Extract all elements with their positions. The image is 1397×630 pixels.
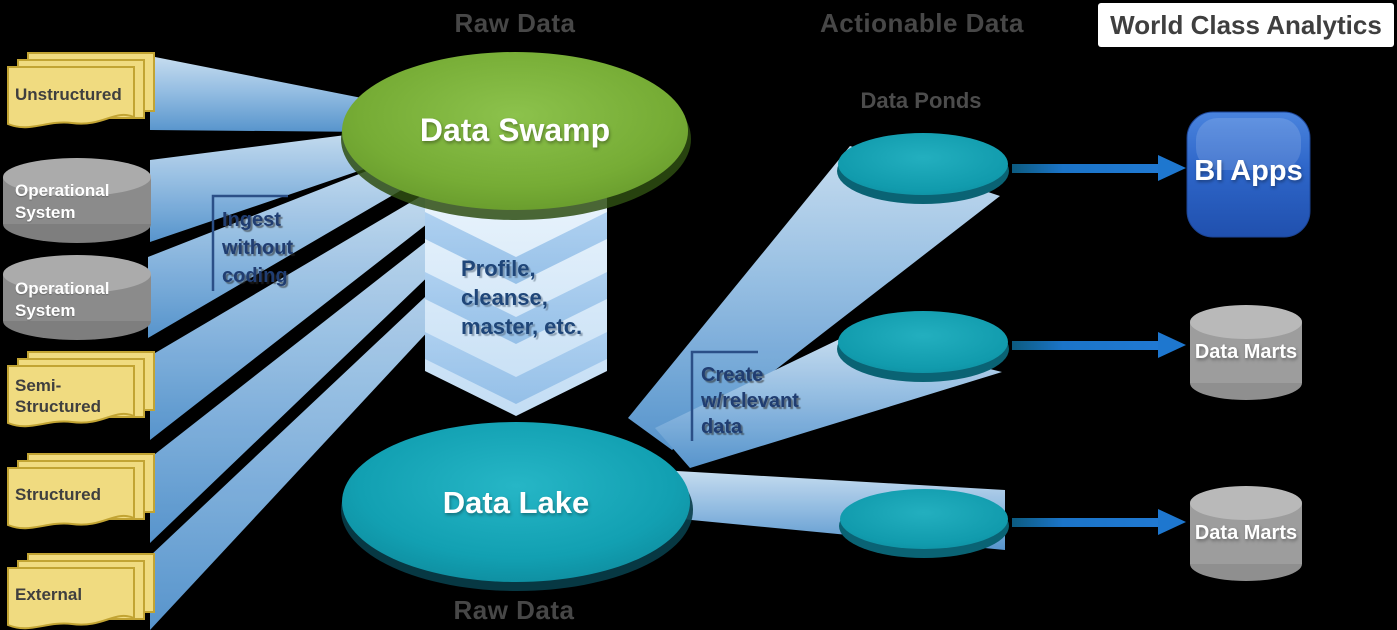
ingest-line-1: Ingest <box>222 209 281 231</box>
pond-ellipse <box>838 133 1008 195</box>
beam-operational2-to-swamp <box>148 156 405 338</box>
raw-data-top-label: Raw Data <box>454 8 576 38</box>
ingest-line-3: coding <box>222 265 288 287</box>
bi-apps-shape <box>1186 111 1311 238</box>
data-marts-1-label: Data Marts <box>1194 341 1298 363</box>
beam-operational1-to-swamp <box>150 130 385 242</box>
data-marts-2-shape <box>1190 486 1302 581</box>
document-card <box>7 365 135 428</box>
create-line-1: Create <box>701 364 764 386</box>
data-lake-node <box>341 422 693 591</box>
source-semistructured-label: Semi-Structured <box>15 376 101 416</box>
process-annotation: Profile, cleanse, master, etc. <box>461 254 611 341</box>
source-operational2-label: Operational System <box>15 279 110 320</box>
process-funnel <box>425 198 607 416</box>
beam-structured-to-swamp <box>150 194 487 543</box>
pond-ellipse <box>840 489 1008 549</box>
world-class-analytics-label: World Class Analytics <box>1110 10 1382 40</box>
ingest-bracket <box>211 194 288 291</box>
funnel-chevron-1 <box>425 212 607 284</box>
arrow-pond3-to-datamarts2 <box>1012 509 1186 535</box>
data-pond-3 <box>839 489 1009 558</box>
source-operational1-label: Operational System <box>15 181 110 222</box>
create-bracket <box>690 350 758 441</box>
create-line-3: data <box>701 416 743 438</box>
data-marts-2-label: Data Marts <box>1194 522 1298 544</box>
source-external-label: External <box>15 585 83 604</box>
world-class-analytics-box: World Class Analytics <box>1098 3 1394 47</box>
ingest-annotation: Ingest without coding <box>222 206 342 290</box>
source-operational1-shape <box>3 158 151 243</box>
data-lake-label: Data Lake <box>442 485 590 520</box>
arrow-pond2-to-datamarts1 <box>1012 332 1186 358</box>
raw-data-bottom-label: Raw Data <box>453 595 575 625</box>
data-marts-1-shape <box>1190 305 1302 400</box>
create-annotation: Create w/relevant data <box>701 362 831 440</box>
beam-semistructured-to-swamp <box>150 182 445 440</box>
process-line-2: cleanse, <box>461 285 548 310</box>
process-line-3: master, etc. <box>461 314 583 339</box>
bi-apps-label: BI Apps <box>1194 155 1303 187</box>
source-semistructured-shape <box>7 351 155 428</box>
data-swamp-label: Data Swamp <box>419 112 611 148</box>
document-card <box>7 467 135 530</box>
data-lake-ellipse <box>342 422 690 582</box>
data-swamp-ellipse <box>342 52 688 210</box>
data-ponds-label: Data Ponds <box>860 88 982 113</box>
document-card <box>7 66 135 129</box>
ingest-line-2: without <box>222 237 294 259</box>
source-unstructured-shape <box>7 52 155 129</box>
source-structured-shape <box>7 453 155 530</box>
beam-unstructured-to-swamp <box>150 56 372 132</box>
source-external-shape <box>7 553 155 630</box>
data-pond-2 <box>837 311 1009 382</box>
arrow-pond1-to-biapps <box>1012 155 1186 181</box>
actionable-data-label: Actionable Data <box>820 8 1024 38</box>
data-swamp-node <box>341 52 691 220</box>
create-line-2: w/relevant <box>701 390 799 412</box>
source-structured-label: Structured <box>15 485 101 504</box>
funnel-chevron-3 <box>425 332 607 404</box>
data-pond-1 <box>837 133 1009 204</box>
funnel-chevron-2 <box>425 272 607 344</box>
beam-lake-to-pond1 <box>628 146 1000 450</box>
document-card <box>7 567 135 630</box>
source-operational2-shape <box>3 255 151 340</box>
process-line-1: Profile, <box>461 256 536 281</box>
source-unstructured-label: Unstructured <box>15 85 122 104</box>
pond-ellipse <box>838 311 1008 373</box>
